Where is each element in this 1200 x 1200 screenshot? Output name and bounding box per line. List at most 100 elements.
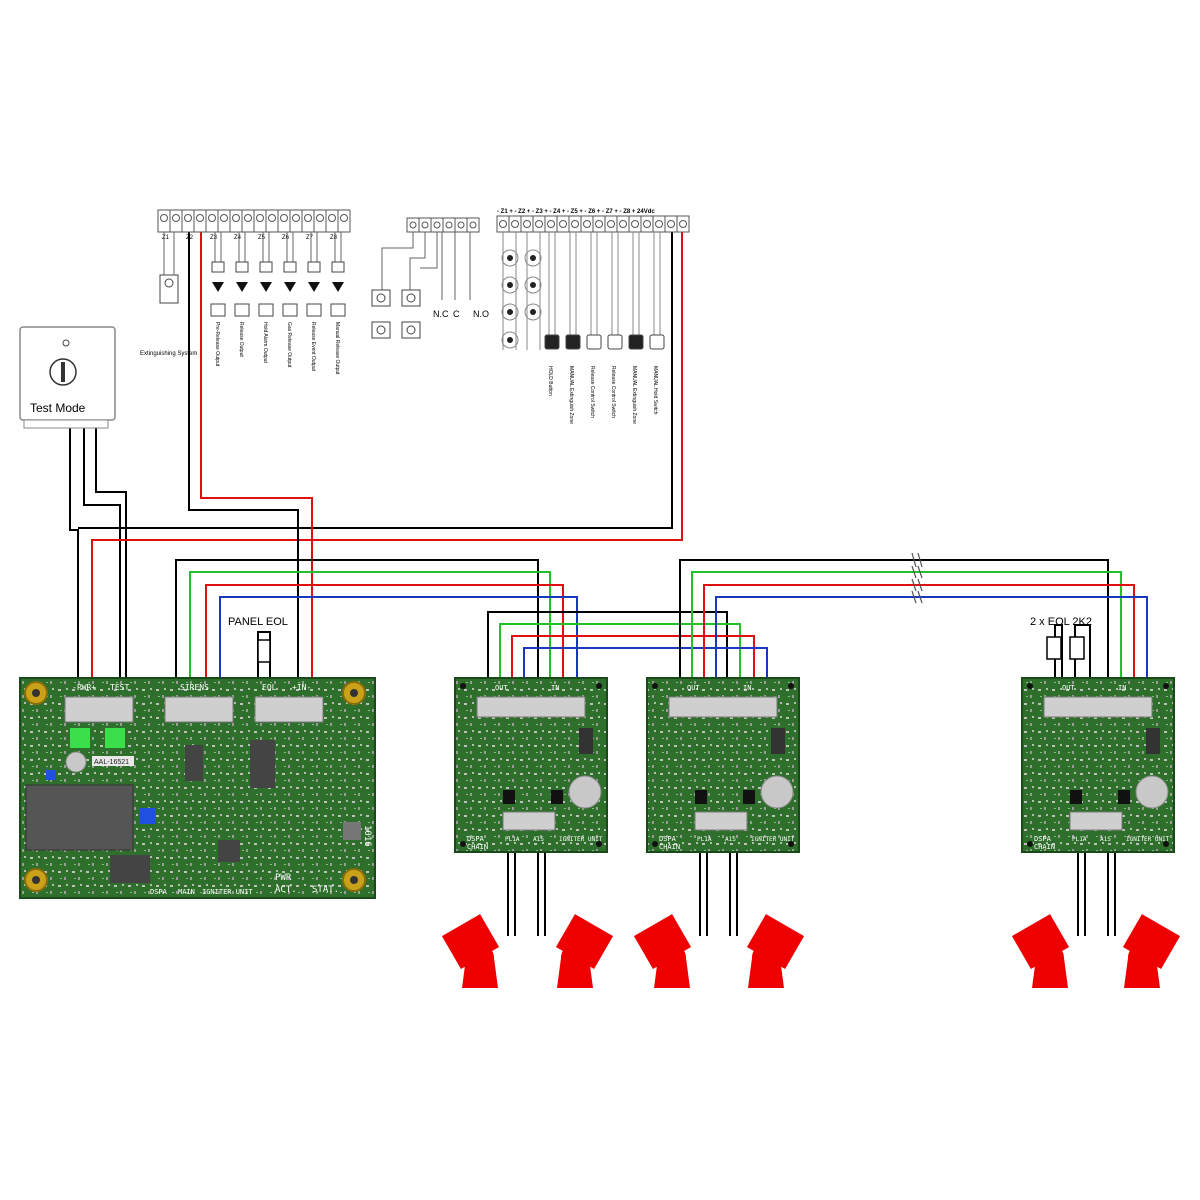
nozzle-body <box>746 914 805 969</box>
wire-24v-neg <box>78 232 673 529</box>
terminal <box>406 217 420 233</box>
slave-ic-3 <box>771 728 785 754</box>
label-act: ACT. <box>275 885 297 895</box>
zone-device-label: Release Control Switch <box>589 366 595 418</box>
switch-icon <box>628 334 644 350</box>
zone-wires <box>502 232 541 350</box>
zone-label: Z8 <box>330 235 338 241</box>
zone-wires <box>653 232 661 335</box>
chip-label: AAL-16521 <box>94 759 129 766</box>
screw-icon <box>445 221 453 229</box>
terminal <box>442 217 456 233</box>
screw-icon <box>433 221 441 229</box>
screw-icon <box>220 214 228 222</box>
zone-bank-header: - Z1 + - Z2 + - Z3 + - Z4 + - Z5 + - Z6 … <box>497 209 655 215</box>
screw-icon <box>655 220 663 228</box>
detector-dot <box>507 337 513 343</box>
diode-icon <box>236 282 248 292</box>
slave-label-igniter: IGNITER UNIT <box>559 836 603 843</box>
nozzle-cone <box>654 944 690 988</box>
screw-icon <box>619 220 627 228</box>
label-test: TEST <box>110 683 129 692</box>
device-icon <box>164 278 174 288</box>
output-label: Hold Alarm Output <box>262 322 268 363</box>
panel-eol-resistor <box>257 639 271 663</box>
nozzle-cone <box>557 944 593 988</box>
ic-5 <box>343 822 361 840</box>
slave-label-chain: CHAIN <box>1034 843 1055 851</box>
slave-label-igniter: IGNITER UNIT <box>751 836 795 843</box>
label-pwr: -PWR+ <box>72 683 96 692</box>
cable-break-marks <box>911 552 923 604</box>
wire-z2-pos <box>200 232 313 680</box>
relay-wires <box>381 232 471 300</box>
diode-icon <box>332 282 344 292</box>
zone-wires <box>632 232 640 335</box>
key-slot-icon <box>61 362 65 382</box>
nozzle-icon <box>441 914 500 988</box>
wire-siren-green <box>189 571 551 680</box>
slave-label-dspa: DSPA <box>1034 835 1052 843</box>
ic-3 <box>110 855 150 883</box>
slave-connector-bottom <box>1069 811 1123 831</box>
output-sounder <box>211 261 225 273</box>
wire-test-2 <box>83 420 121 680</box>
zone-device-label: MANUAL Hold Switch <box>652 366 658 415</box>
output-sounder <box>235 261 249 273</box>
indicator-icon <box>62 339 70 347</box>
output-sounder <box>331 261 345 273</box>
mount-hole <box>1163 841 1169 847</box>
slave-label-out: OUT <box>687 684 700 692</box>
slave-buzzer <box>1135 775 1169 809</box>
main-control-board: AAL-16521 -PWR+ TEST SIRENS EOL +IN- DSP… <box>19 677 376 899</box>
nozzle-icon <box>746 914 805 988</box>
wire-chain2-blue <box>715 596 1148 680</box>
slave-label-chain: CHAIN <box>659 843 680 851</box>
wire-test-3 <box>95 420 127 680</box>
screw-icon <box>643 220 651 228</box>
mount-hole <box>788 683 794 689</box>
mount-hole <box>652 841 658 847</box>
mount-hole <box>1027 683 1033 689</box>
slave-connector-top <box>668 696 778 718</box>
terminal <box>454 217 468 233</box>
slave-ic-2 <box>551 790 563 804</box>
wire-24v-pos <box>91 232 683 680</box>
wire-chain2-black <box>679 559 1109 680</box>
slave-label-pl1a: PL1A <box>697 836 712 843</box>
slave-label-igniter: IGNITER UNIT <box>1126 836 1170 843</box>
terminal <box>520 215 534 233</box>
terminal <box>466 217 480 233</box>
zone-label: Z5 <box>258 235 266 241</box>
switch-icon <box>607 334 623 350</box>
relay-contact-label: N.C <box>433 309 449 319</box>
diode-icon <box>284 282 296 292</box>
nozzle-cone <box>1124 944 1160 988</box>
output-box <box>234 303 250 317</box>
wire-chain1-green <box>499 623 741 680</box>
screw-icon <box>292 214 300 222</box>
slave-label-in: IN <box>551 684 559 692</box>
screw-icon <box>232 214 240 222</box>
output-label: Gas Release Output <box>286 322 292 368</box>
ic-2 <box>185 745 203 781</box>
diode-icon <box>308 282 320 292</box>
slave-label-in: IN <box>743 684 751 692</box>
zone-device-label: HOLD Button <box>547 366 553 396</box>
nozzle-icon <box>1011 914 1070 988</box>
detector-dot <box>530 255 536 261</box>
relay-icon <box>406 325 416 335</box>
slave-label-dspa: DSPA <box>659 835 677 843</box>
remote-eol-label: 2 x EOL 2K2 <box>1030 616 1092 628</box>
slave-buzzer <box>568 775 602 809</box>
slave-ic-1 <box>503 790 515 804</box>
zone-label: Z4 <box>234 235 242 241</box>
wire-nozzle-4 <box>729 852 738 936</box>
zone-label: Z2 <box>186 235 194 241</box>
mounting-holes <box>24 681 366 892</box>
wire-siren-blue <box>219 596 578 680</box>
slave-ic-3 <box>1146 728 1160 754</box>
screw-icon <box>244 214 252 222</box>
